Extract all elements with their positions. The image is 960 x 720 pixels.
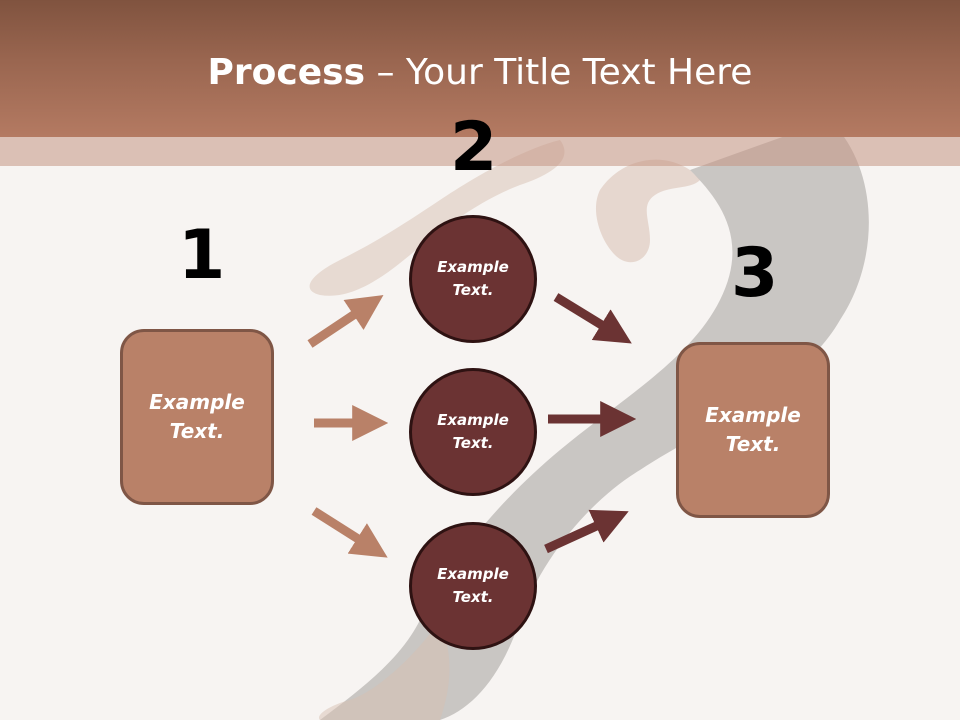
middle-circle-1: Example Text. [409, 215, 537, 343]
slide-title-rest: – Your Title Text Here [365, 52, 753, 93]
target-box-text: Example Text. [705, 403, 801, 456]
arrow-circle-1-to-target [553, 293, 632, 344]
arrow-circle-3-to-target [544, 509, 629, 554]
slide-title: Process – Your Title Text Here [0, 52, 960, 93]
middle-circle-2-text: Example Text. [437, 411, 509, 452]
title-banner-strip [0, 137, 960, 166]
middle-circle-3-text: Example Text. [437, 565, 509, 606]
arrow-source-to-circle-3 [311, 507, 388, 558]
step-number-3: 3 [731, 234, 779, 313]
middle-circle-3: Example Text. [409, 522, 537, 650]
step-number-2: 2 [450, 108, 498, 187]
source-box-text: Example Text. [149, 390, 245, 443]
title-banner [0, 0, 960, 137]
middle-circle-2: Example Text. [409, 368, 537, 496]
step-number-1: 1 [178, 216, 226, 295]
source-box: Example Text. [120, 329, 274, 505]
target-box: Example Text. [676, 342, 830, 518]
slide-title-bold: Process [207, 52, 366, 93]
middle-circle-1-text: Example Text. [437, 258, 509, 299]
arrow-source-to-circle-1 [307, 295, 384, 348]
